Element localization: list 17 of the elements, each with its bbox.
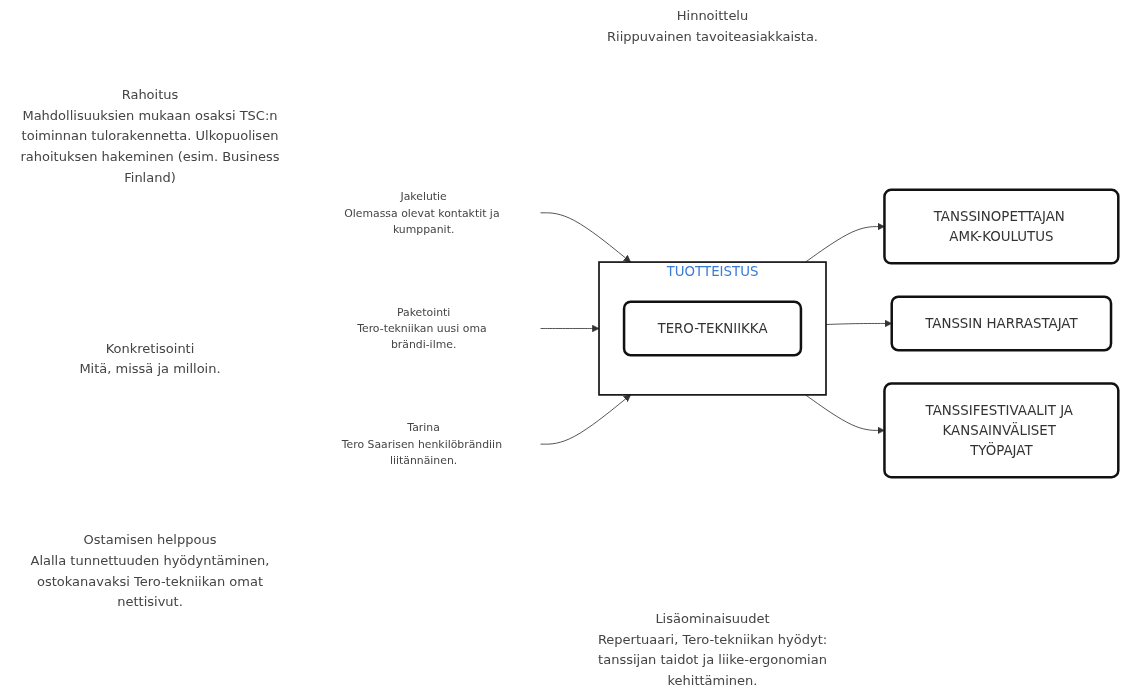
section-heading: Hinnoittelu <box>676 7 749 25</box>
section-heading: Rahoitus <box>121 85 179 104</box>
node-box: TANSSIFESTIVAALIT JA KANSAINVÄLISET TYÖPAJAT <box>883 382 1120 479</box>
node-box: TANSSINOPETTAJAN AMK-KOULUTUS <box>883 188 1120 265</box>
node-box: TERO-TEKNIIKKA <box>622 300 803 357</box>
section-heading: Konkretisointi <box>105 339 195 358</box>
node-box: TANSSIN HARRASTAJAT <box>890 295 1113 352</box>
note-text: Alalla tunnettuuden hyödyntäminen, ostokanavaksi Tero-tekniikan omat nettisivut. <box>29 551 271 612</box>
note-text: Repertuaari, Tero-tekniikan hyödyt: tanssijan taidot ja liike-ergonomian kehittäminen. <box>596 630 829 691</box>
section-heading: Lisäominaisuudet <box>655 609 770 628</box>
section-heading: Ostamisen helppous <box>83 530 217 549</box>
note-text: Mahdollisuuksien mukaan osaksi TSC:n toiminnan tulorakennetta. Ulkopuolisen rahoituksen hakeminen (esim. Business Finland) <box>19 106 281 188</box>
node-text: Jakelutie Olemassa olevat kontaktit ja kumppanit. <box>344 189 500 235</box>
node-text: Tarina Tero Saarisen henkilöbrändiin liitännäinen. <box>341 421 503 467</box>
note-text: Mitä, missä ja milloin. <box>79 360 221 379</box>
node-text: Paketointi Tero-tekniikan uusi oma brändi-ilme. <box>357 305 487 351</box>
note-text: Riippuvainen tavoiteasiakkaista. <box>607 27 818 46</box>
